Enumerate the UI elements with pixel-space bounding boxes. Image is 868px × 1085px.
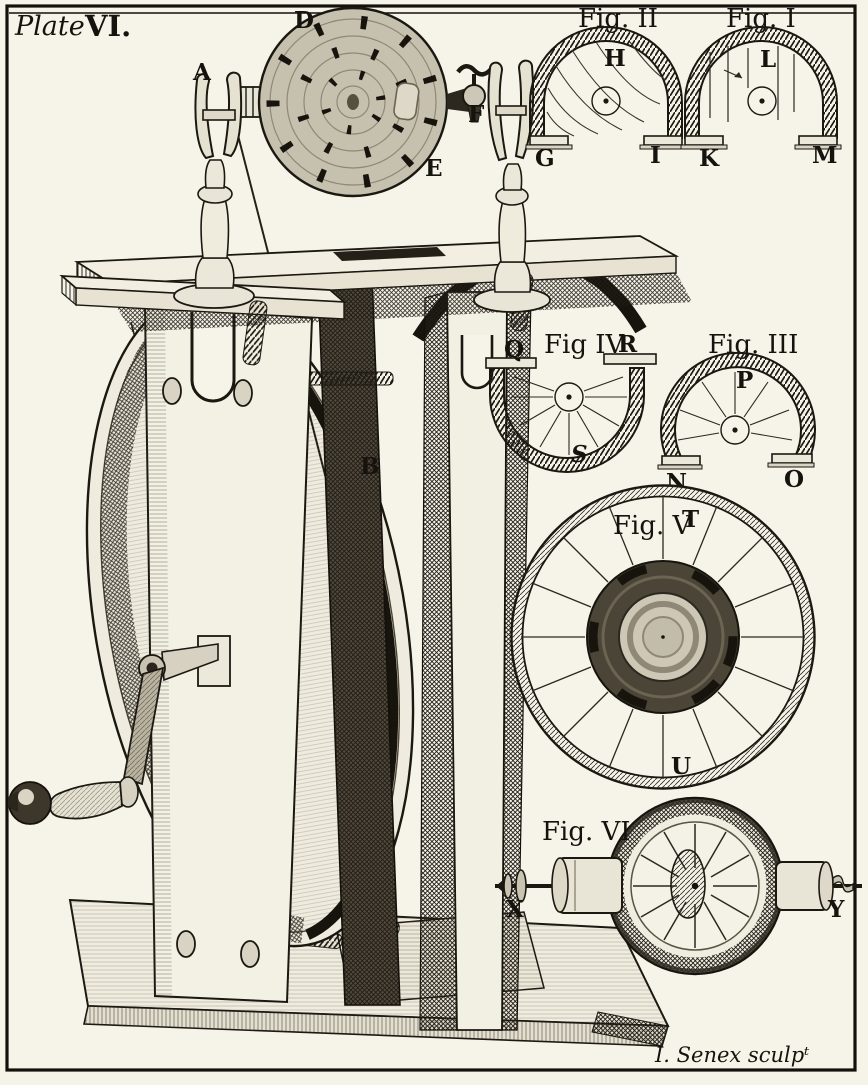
fig1-label-k: K bbox=[699, 145, 720, 172]
label-f: F bbox=[468, 101, 485, 128]
fig4-bowl-band bbox=[489, 367, 645, 473]
figure-3: Fig. III P N O bbox=[657, 330, 816, 496]
fig6-title: Fig. VI bbox=[542, 817, 631, 847]
engraver-signature: I. Senex sculpᵗ bbox=[654, 1043, 809, 1067]
fig5-label-t: T bbox=[682, 506, 699, 533]
plate-border bbox=[5, 4, 857, 1072]
crank-tip bbox=[8, 791, 18, 812]
fig1-axis-circle bbox=[747, 86, 777, 116]
fig3-label-p: P bbox=[736, 367, 753, 394]
fig2-axis-circle bbox=[591, 86, 621, 116]
bolt-head bbox=[162, 377, 182, 405]
fork-crossbar bbox=[495, 105, 527, 116]
fig2-foot-left bbox=[529, 135, 569, 146]
fig4-label-r: R bbox=[618, 331, 638, 358]
fig5-spokes bbox=[521, 495, 805, 779]
fig5-title: Fig. V bbox=[613, 511, 693, 541]
fig3-axis-circle bbox=[720, 415, 750, 445]
fig6-label-y: Y bbox=[827, 896, 845, 923]
fig1-label-l: L bbox=[760, 46, 776, 73]
bolt-head bbox=[233, 379, 253, 407]
fig2-label-g: G bbox=[535, 145, 555, 172]
board-slot bbox=[190, 312, 236, 403]
disc-texture-inner bbox=[320, 69, 386, 135]
fig3-foot-left bbox=[661, 455, 701, 466]
fig1-foot-left bbox=[684, 135, 724, 146]
grooved-disc bbox=[237, 6, 494, 198]
plate-title-script: Plate bbox=[14, 11, 85, 42]
fig4-label-s: S bbox=[571, 441, 588, 468]
bolt-head bbox=[176, 930, 196, 958]
fig6-right-collar bbox=[775, 861, 854, 911]
fig1-arrowhead bbox=[734, 72, 742, 78]
fig4-label-q: Q bbox=[504, 336, 524, 363]
fig3-label-o: O bbox=[784, 466, 804, 493]
figure-5: Fig. V T U bbox=[510, 484, 816, 790]
cock-handle bbox=[456, 64, 494, 77]
figure-6: Fig. VI X Y bbox=[495, 796, 862, 976]
fig6-left-collar bbox=[496, 857, 623, 914]
fig2-label-h: H bbox=[604, 45, 626, 72]
fig2-curved-lines bbox=[546, 41, 667, 137]
fig5-label-u: U bbox=[671, 753, 691, 780]
fig4-axis-circle bbox=[554, 382, 584, 412]
fig1-arch-band bbox=[684, 26, 838, 139]
figure-2: Fig. II H G I bbox=[525, 4, 687, 172]
disc-texture-outer bbox=[266, 15, 440, 189]
fig6-center-vane bbox=[670, 849, 706, 919]
machine: A D E F B bbox=[8, 6, 692, 1047]
fig6-knob bbox=[832, 875, 854, 893]
figure-1: Fig. I L K M bbox=[680, 4, 842, 172]
fig1-vertical-lines bbox=[709, 46, 795, 122]
fig6-label-x: X bbox=[506, 896, 524, 923]
fig2-label-i: I bbox=[650, 142, 661, 169]
bolt-head bbox=[240, 940, 260, 968]
label-d: D bbox=[294, 7, 314, 34]
left-baluster bbox=[173, 71, 255, 309]
label-a: A bbox=[192, 59, 212, 86]
fig4-flange-right bbox=[603, 353, 657, 365]
fork-crossbar bbox=[202, 109, 236, 121]
fig1-label-m: M bbox=[812, 142, 837, 169]
figure-4: Fig IV Q R S bbox=[485, 330, 657, 473]
disc-highlight bbox=[393, 82, 420, 121]
board-slot-hole bbox=[333, 247, 446, 261]
label-b: B bbox=[360, 453, 379, 480]
plate-title-numeral: VI. bbox=[84, 9, 131, 43]
hanging-screw bbox=[242, 300, 268, 366]
fig4-flange-left bbox=[485, 357, 537, 369]
fig3-rays bbox=[677, 372, 793, 441]
fig3-foot-right bbox=[771, 453, 813, 464]
fig4-rays bbox=[511, 376, 627, 455]
label-e: E bbox=[425, 155, 443, 182]
crank-assembly bbox=[8, 635, 231, 825]
right-baluster bbox=[473, 59, 551, 313]
fig2-arch-band bbox=[529, 26, 683, 139]
